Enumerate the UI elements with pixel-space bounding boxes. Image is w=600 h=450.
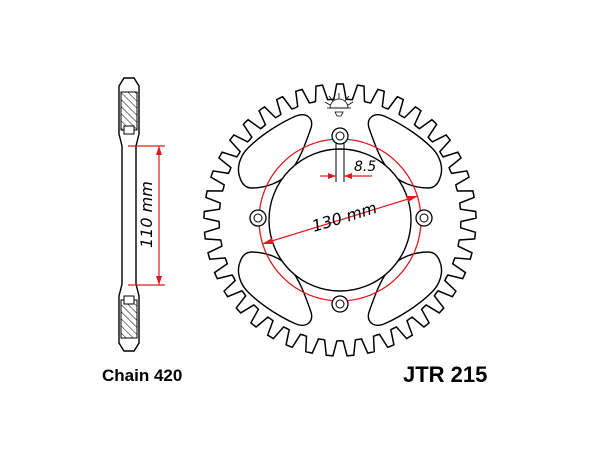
side-height-label: 110 mm bbox=[137, 181, 156, 248]
front-view: 130 mm 8.5 bbox=[203, 83, 477, 357]
sunburst-logo-icon bbox=[324, 93, 354, 117]
bolt-hole-right bbox=[415, 209, 433, 227]
part-number-caption: JTR 215 bbox=[403, 362, 488, 387]
bolt-hole-top bbox=[331, 127, 349, 145]
side-bolt-top bbox=[123, 125, 135, 135]
side-hatch-top bbox=[120, 91, 138, 131]
bolt-hole-dimension: 8.5 bbox=[320, 142, 376, 182]
slot-bottom-left bbox=[237, 251, 313, 326]
side-profile-view: 110 mm bbox=[118, 77, 165, 352]
slot-bottom-right bbox=[367, 251, 443, 326]
bolt-hole-left bbox=[249, 209, 267, 227]
slot-top-left bbox=[237, 114, 313, 189]
side-bolt-bottom bbox=[123, 295, 135, 305]
bolt-hole-label: 8.5 bbox=[354, 159, 376, 175]
chain-caption: Chain 420 bbox=[102, 366, 183, 385]
side-hatch-bottom bbox=[120, 299, 138, 339]
side-profile-outline bbox=[118, 77, 140, 352]
bolt-hole-bottom bbox=[331, 295, 349, 313]
slot-top-right bbox=[367, 114, 443, 189]
